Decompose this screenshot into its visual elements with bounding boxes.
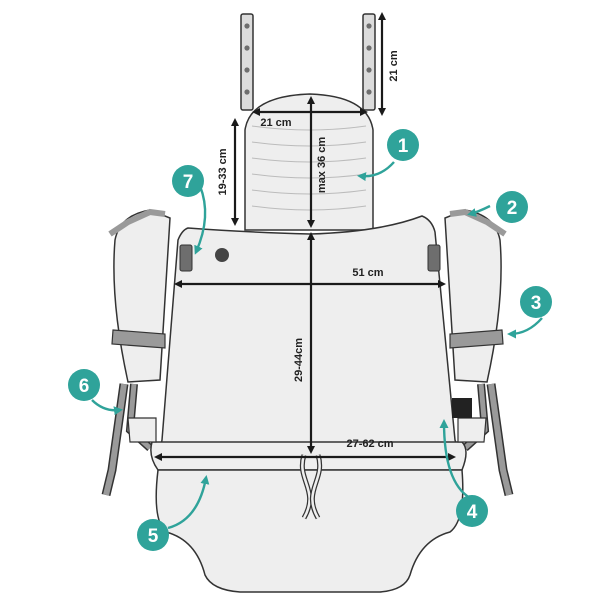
callout-3: 3 xyxy=(520,286,552,318)
snap-button-icon xyxy=(215,248,229,262)
hood-strap-left xyxy=(240,13,254,111)
label-hood-adjust: 19-33 cm xyxy=(217,148,229,195)
waist-cord xyxy=(299,454,323,520)
svg-text:6: 6 xyxy=(79,376,90,397)
hood-strap-right xyxy=(362,13,376,111)
callout-5: 5 xyxy=(137,519,169,551)
svg-text:5: 5 xyxy=(148,526,159,547)
label-strap-length: 21 cm xyxy=(388,50,400,81)
dimension-lines xyxy=(154,12,456,461)
svg-text:2: 2 xyxy=(507,198,518,219)
buckle-icon xyxy=(179,244,193,272)
callout-1: 1 xyxy=(387,129,419,161)
svg-text:7: 7 xyxy=(183,172,194,193)
callout-6: 6 xyxy=(68,369,100,401)
curved-arrow-icon xyxy=(91,161,543,530)
buckle-icon xyxy=(427,244,441,272)
label-panel-height: 29-44cm xyxy=(293,338,305,382)
label-hood-height: max 36 cm xyxy=(316,137,328,193)
label-hood-width: 21 cm xyxy=(260,117,291,129)
callout-2: 2 xyxy=(496,191,528,223)
label-panel-width: 51 cm xyxy=(352,267,383,279)
callout-7: 7 xyxy=(172,165,204,197)
svg-text:3: 3 xyxy=(531,293,542,314)
svg-text:1: 1 xyxy=(398,136,409,157)
label-waist-width: 27-62 cm xyxy=(346,438,393,450)
brand-label-icon xyxy=(452,398,472,418)
callout-4: 4 xyxy=(456,495,488,527)
svg-text:4: 4 xyxy=(467,502,478,523)
hood xyxy=(244,93,374,231)
